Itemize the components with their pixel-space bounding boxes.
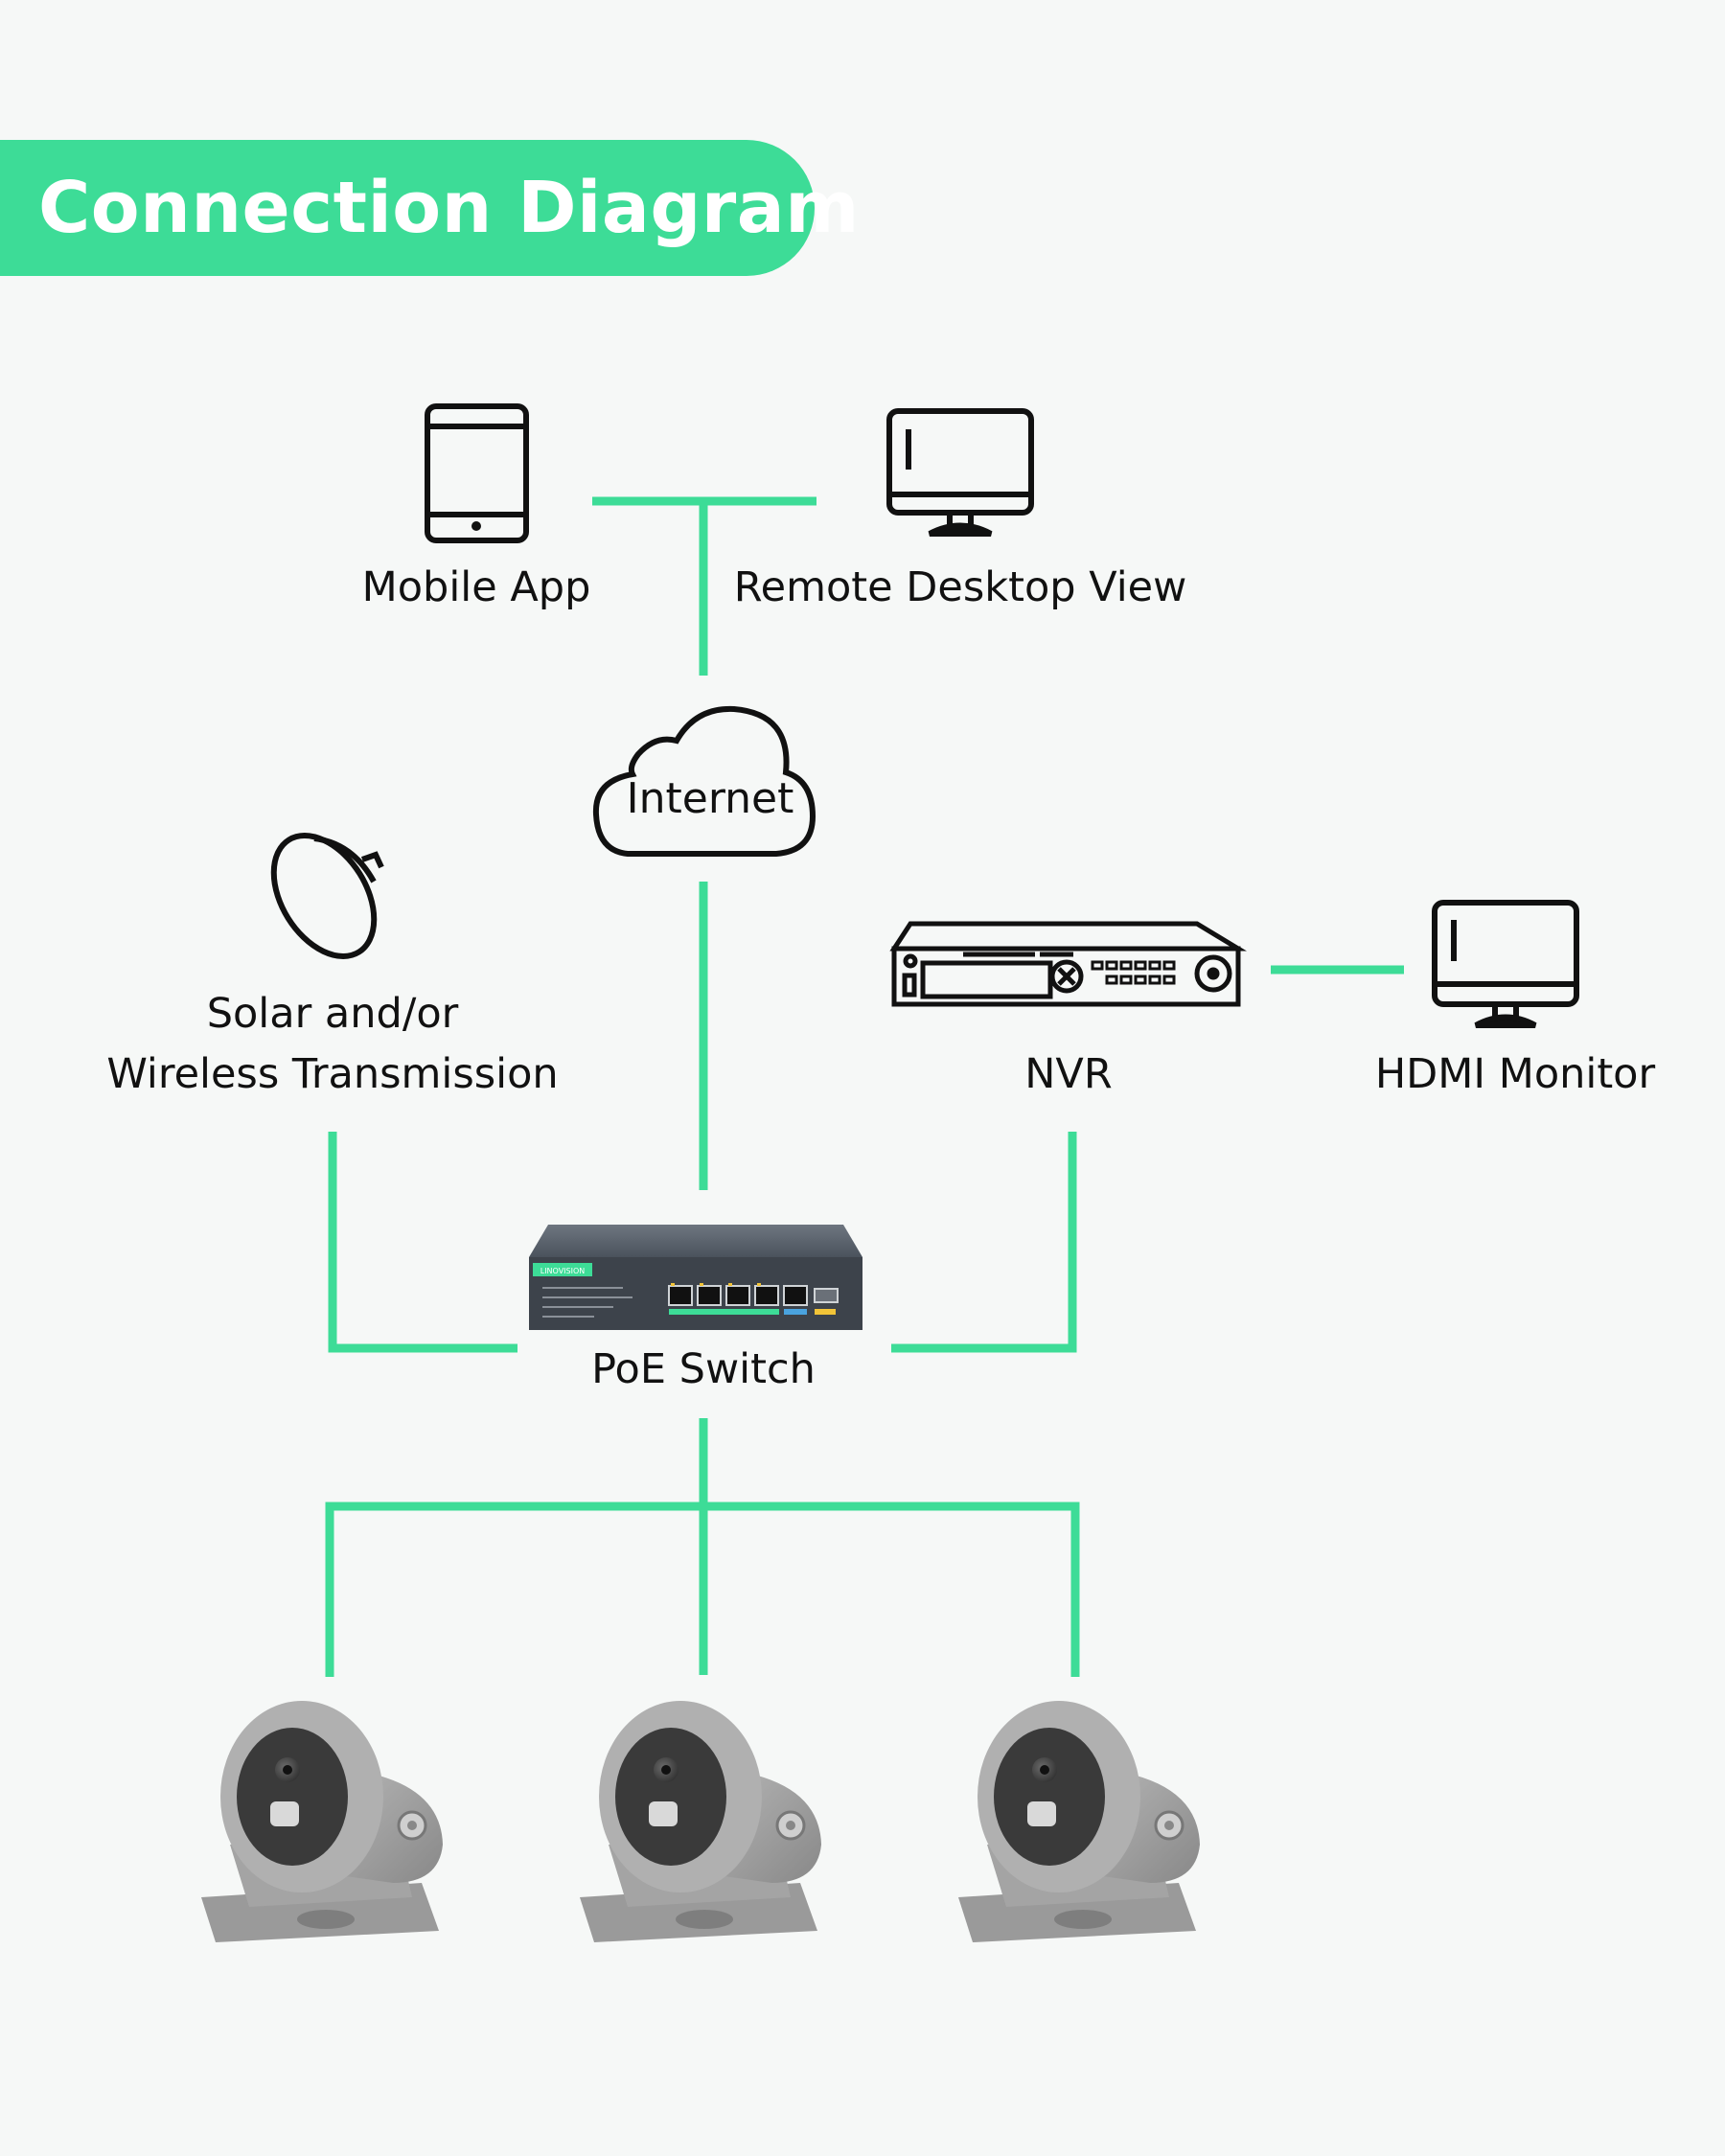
line-camera-bus	[325, 1502, 1080, 1677]
solar-panel-icon	[270, 833, 384, 959]
connector-lines	[325, 496, 1404, 1677]
camera-image	[578, 1699, 823, 1944]
label-internet: Internet	[626, 774, 794, 823]
label-nvr: NVR	[1024, 1050, 1113, 1098]
label-remote-desktop: Remote Desktop View	[733, 563, 1187, 611]
camera-image	[956, 1699, 1202, 1944]
tablet-icon	[425, 403, 529, 543]
camera-image	[199, 1699, 445, 1944]
switch-brand: LINOVISION	[540, 1267, 586, 1275]
label-mobile-app: Mobile App	[361, 563, 591, 611]
label-solar-line2: Wireless Transmission	[106, 1050, 559, 1098]
poe-switch-image: LINOVISION	[529, 1225, 862, 1330]
label-poe-switch: PoE Switch	[591, 1345, 816, 1393]
label-solar-line1: Solar and/or	[206, 990, 459, 1038]
line-nvr-switch	[891, 1132, 1077, 1353]
desktop-monitor-icon	[886, 408, 1034, 537]
title-banner: Connection Diagram	[0, 140, 859, 276]
line-solar-switch	[328, 1132, 518, 1353]
cloud-icon	[592, 705, 816, 857]
page-title: Connection Diagram	[38, 167, 860, 249]
monitor-icon	[1432, 900, 1579, 1028]
nvr-icon	[889, 921, 1247, 1007]
label-hdmi-monitor: HDMI Monitor	[1374, 1050, 1656, 1098]
